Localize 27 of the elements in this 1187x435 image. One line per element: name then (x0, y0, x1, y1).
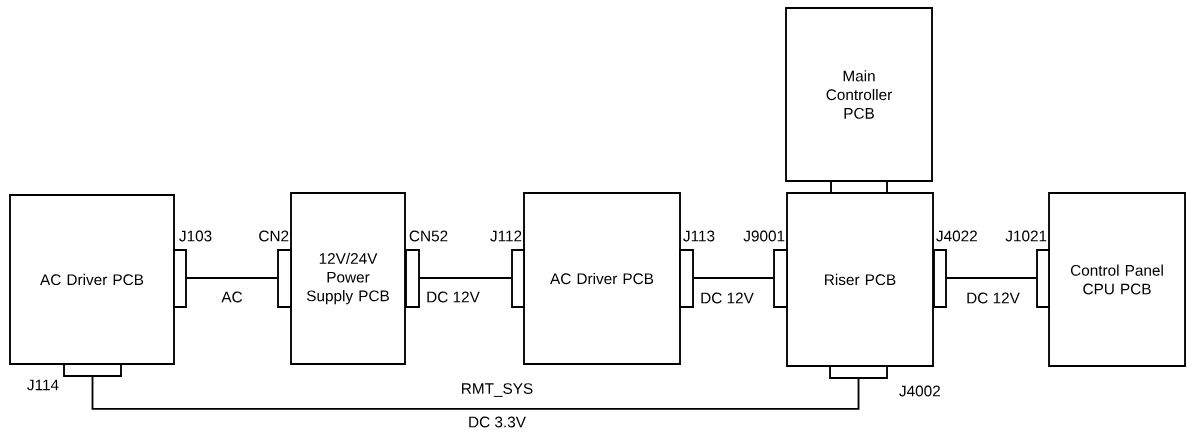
wire (419, 277, 512, 279)
board-box: AC Driver PCB (9, 194, 175, 365)
connector-label: J4002 (899, 385, 940, 397)
board-box: Control Panel CPU PCB (1048, 192, 1186, 367)
wire (693, 277, 774, 279)
connector-label: J113 (683, 230, 715, 242)
connector-label: CN52 (409, 230, 448, 242)
edge-label: DC 12V (698, 291, 756, 305)
connector-label: J114 (27, 379, 59, 391)
edge-label: DC 12V (424, 290, 482, 304)
wire (946, 277, 1037, 279)
board-box: AC Driver PCB (523, 192, 681, 365)
connector-label: J9001 (743, 230, 785, 242)
connector-label: J4022 (936, 230, 977, 242)
connector-label: J1021 (1005, 230, 1047, 242)
edge-label: AC (220, 290, 244, 304)
wire (91, 376, 860, 410)
connector-label: J103 (179, 230, 212, 242)
board-box: Main Controller PCB (785, 7, 933, 182)
connector-box (830, 180, 888, 194)
board-box: Riser PCB (786, 192, 934, 367)
connector-label: J112 (490, 230, 522, 242)
edge-label: DC 12V (964, 291, 1022, 305)
connector-label: CN2 (259, 230, 289, 242)
edge-label: RMT_SYS (459, 381, 535, 399)
wire (186, 277, 278, 279)
wire-label: DC 3.3V (469, 416, 526, 428)
